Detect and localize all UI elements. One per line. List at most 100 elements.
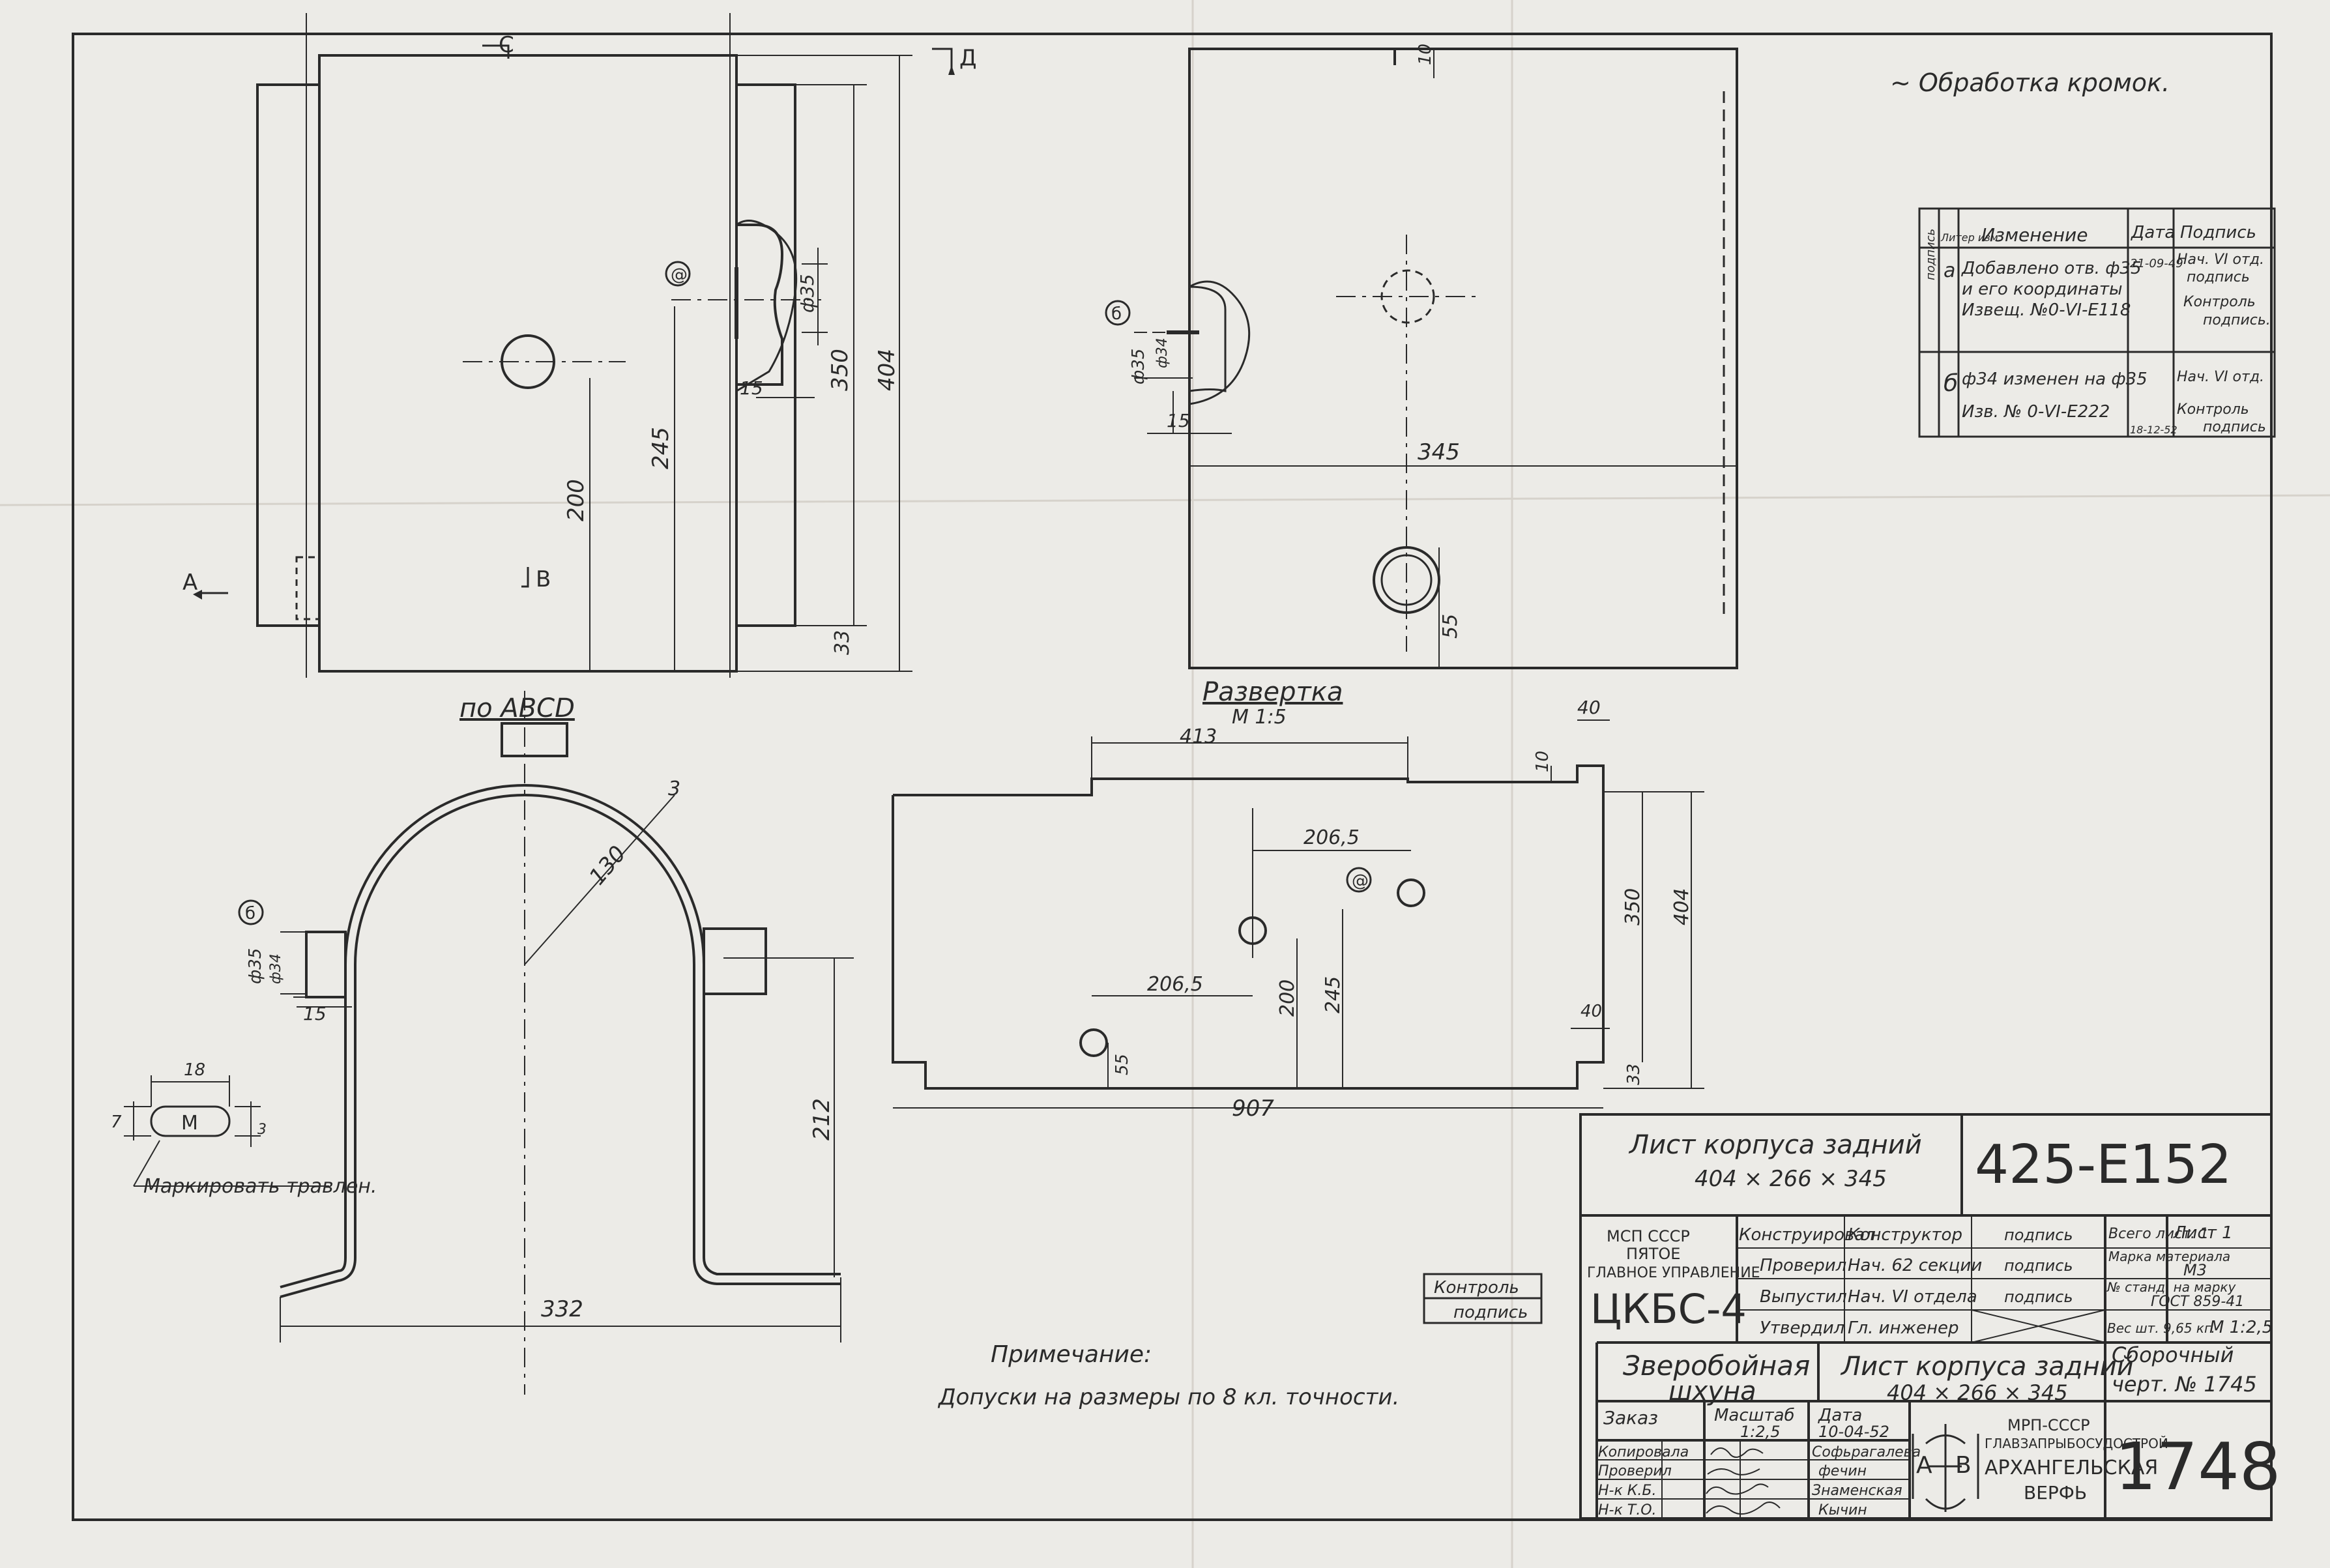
changes-table bbox=[1918, 207, 2276, 438]
unfold-dim-206-lower: 206,5 bbox=[1147, 973, 1203, 996]
change-b-letter: б bbox=[1944, 370, 1958, 397]
marking-dim-7: 7 bbox=[111, 1112, 122, 1132]
changes-header-change: Изменение bbox=[1981, 224, 2088, 246]
order-label: Заказ bbox=[1603, 1407, 1658, 1429]
change-a-line1: Добавлено отв. ф35 bbox=[1961, 259, 2142, 278]
org-code: ЦКБС-4 bbox=[1590, 1285, 1747, 1333]
signature-3: подпись bbox=[2004, 1288, 2073, 1306]
signature-2: подпись bbox=[2004, 1256, 2073, 1275]
section-dim-3: 3 bbox=[668, 777, 680, 800]
role-1: Конструировал bbox=[1739, 1225, 1876, 1245]
control-box bbox=[1423, 1273, 1543, 1324]
position-2: Нач. 62 секции bbox=[1848, 1256, 1982, 1275]
front-dim-15: 15 bbox=[740, 377, 763, 399]
back-dim-55: 55 bbox=[1439, 614, 1462, 639]
back-dim-phi35: ф35 bbox=[1129, 349, 1148, 385]
changes-header-sign: Подпись bbox=[2180, 223, 2256, 242]
change-a-line3: Извещ. №0-VI-E118 bbox=[1962, 300, 2131, 320]
section-view-title: по ABCD bbox=[459, 693, 575, 723]
ministry-line-2: ГЛАВЗАПРЫБОСУДОСТРОЙ bbox=[1985, 1436, 2168, 1451]
signature-scribbles bbox=[1706, 1447, 1781, 1515]
change-marker-b-back bbox=[1105, 300, 1131, 326]
change-b-date: 18-12-52 bbox=[2130, 424, 2177, 436]
marking-dim-3: 3 bbox=[257, 1122, 267, 1138]
position-1: Конструктор bbox=[1848, 1225, 1962, 1245]
header-note: ~ Обработка кромок. bbox=[1890, 68, 2170, 97]
unfold-dim-55: 55 bbox=[1113, 1054, 1132, 1075]
part-dims: 404 × 266 × 345 bbox=[1695, 1166, 1887, 1192]
part-name-2: Лист корпуса задний bbox=[1840, 1352, 2134, 1382]
section-dim-phi35: ф35 bbox=[246, 948, 265, 984]
staff-role-1: Копировала bbox=[1598, 1444, 1689, 1460]
staff-name-2: фечин bbox=[1818, 1463, 1867, 1479]
unfold-dim-907: 907 bbox=[1232, 1096, 1274, 1122]
unfold-dim-404: 404 bbox=[1670, 888, 1693, 925]
signature-1: подпись bbox=[2004, 1226, 2073, 1244]
scale-small: М 1:2,5 bbox=[2209, 1318, 2273, 1337]
sheet-frame bbox=[72, 33, 2273, 1521]
org-line-1: МСП СССР bbox=[1607, 1227, 1690, 1245]
assembly-label: Сборочный bbox=[2112, 1343, 2234, 1367]
staff-role-3: Н-к К.Б. bbox=[1598, 1483, 1656, 1499]
org-line-2: ПЯТОЕ bbox=[1626, 1245, 1680, 1263]
section-d-label: Д bbox=[959, 45, 977, 71]
vessel-line-1: Зверобойная bbox=[1623, 1350, 1810, 1382]
back-marker-text: б bbox=[1111, 304, 1122, 324]
changes-header-date: Дата bbox=[2131, 223, 2175, 242]
ministry-line-1: МРП-СССР bbox=[2007, 1416, 2090, 1434]
front-dim-404: 404 bbox=[874, 349, 900, 391]
section-dim-phi34: ф34 bbox=[268, 953, 284, 984]
material-label: Марка материала bbox=[2108, 1249, 2230, 1264]
note-text: Допуски на размеры по 8 кл. точности. bbox=[937, 1384, 1399, 1410]
front-dim-phi35: ф35 bbox=[796, 274, 818, 313]
change-a-sign3: Контроль bbox=[2183, 294, 2256, 310]
unfold-dim-245: 245 bbox=[1322, 976, 1345, 1013]
change-marker-a-unfold bbox=[1346, 867, 1372, 893]
marking-detail bbox=[124, 1075, 329, 1187]
assembly-number: черт. № 1745 bbox=[2112, 1372, 2257, 1397]
change-a-sign2: подпись bbox=[2187, 269, 2250, 285]
scale-label: Масштаб bbox=[1714, 1406, 1795, 1425]
front-dim-200: 200 bbox=[563, 479, 589, 521]
scale-value: 1:2,5 bbox=[1740, 1423, 1781, 1441]
staff-role-2: Проверил bbox=[1598, 1463, 1672, 1479]
unfold-dim-33: 33 bbox=[1624, 1064, 1644, 1085]
back-dim-15: 15 bbox=[1167, 410, 1190, 431]
material-value: М3 bbox=[2183, 1261, 2207, 1279]
title-block bbox=[1579, 1113, 2273, 1520]
marking-letter: М bbox=[181, 1112, 198, 1135]
section-dim-15: 15 bbox=[303, 1003, 327, 1024]
front-view bbox=[193, 13, 955, 678]
unfold-marker-text: @ bbox=[1352, 871, 1369, 891]
unfold-dim-206-upper: 206,5 bbox=[1303, 826, 1360, 849]
org-line-3: ГЛАВНОЕ УПРАВЛЕНИЕ bbox=[1587, 1265, 1760, 1281]
standard-value: ГОСТ 859-41 bbox=[2151, 1294, 2244, 1310]
front-dim-245: 245 bbox=[648, 427, 674, 469]
unfold-dim-10: 10 bbox=[1533, 751, 1552, 772]
section-a-label: А bbox=[182, 570, 197, 596]
change-marker-a-front bbox=[665, 261, 691, 287]
change-b-sign1: Нач. VI отд. bbox=[2177, 369, 2264, 385]
staff-name-4: Кычин bbox=[1818, 1502, 1867, 1518]
marking-note: Маркировать травлен. bbox=[143, 1175, 377, 1198]
role-2: Проверил bbox=[1760, 1256, 1846, 1275]
unfold-dim-350: 350 bbox=[1622, 888, 1644, 925]
sheet-number: Лист 1 bbox=[2173, 1223, 2233, 1243]
back-view bbox=[1134, 48, 1738, 669]
changes-header-letter: Литер изм. bbox=[1940, 231, 2002, 244]
role-4: Утвердил bbox=[1760, 1318, 1844, 1338]
unfold-dim-413: 413 bbox=[1180, 725, 1217, 748]
unfold-title: Развертка bbox=[1202, 677, 1343, 707]
role-3: Выпустил bbox=[1760, 1287, 1847, 1307]
logo-letter-a: А bbox=[1916, 1452, 1932, 1479]
control-sign: подпись bbox=[1453, 1303, 1528, 1322]
weight-value: Вес шт. 9,65 кг. bbox=[2107, 1320, 2215, 1336]
staff-name-3: Знаменская bbox=[1812, 1483, 1902, 1499]
logo bbox=[1912, 1424, 1979, 1512]
change-b-line2: Изв. № 0-VI-Е222 bbox=[1962, 402, 2110, 422]
logo-letter-b: В bbox=[1955, 1452, 1972, 1479]
section-dim-332: 332 bbox=[541, 1296, 583, 1322]
section-dim-212: 212 bbox=[809, 1098, 835, 1140]
